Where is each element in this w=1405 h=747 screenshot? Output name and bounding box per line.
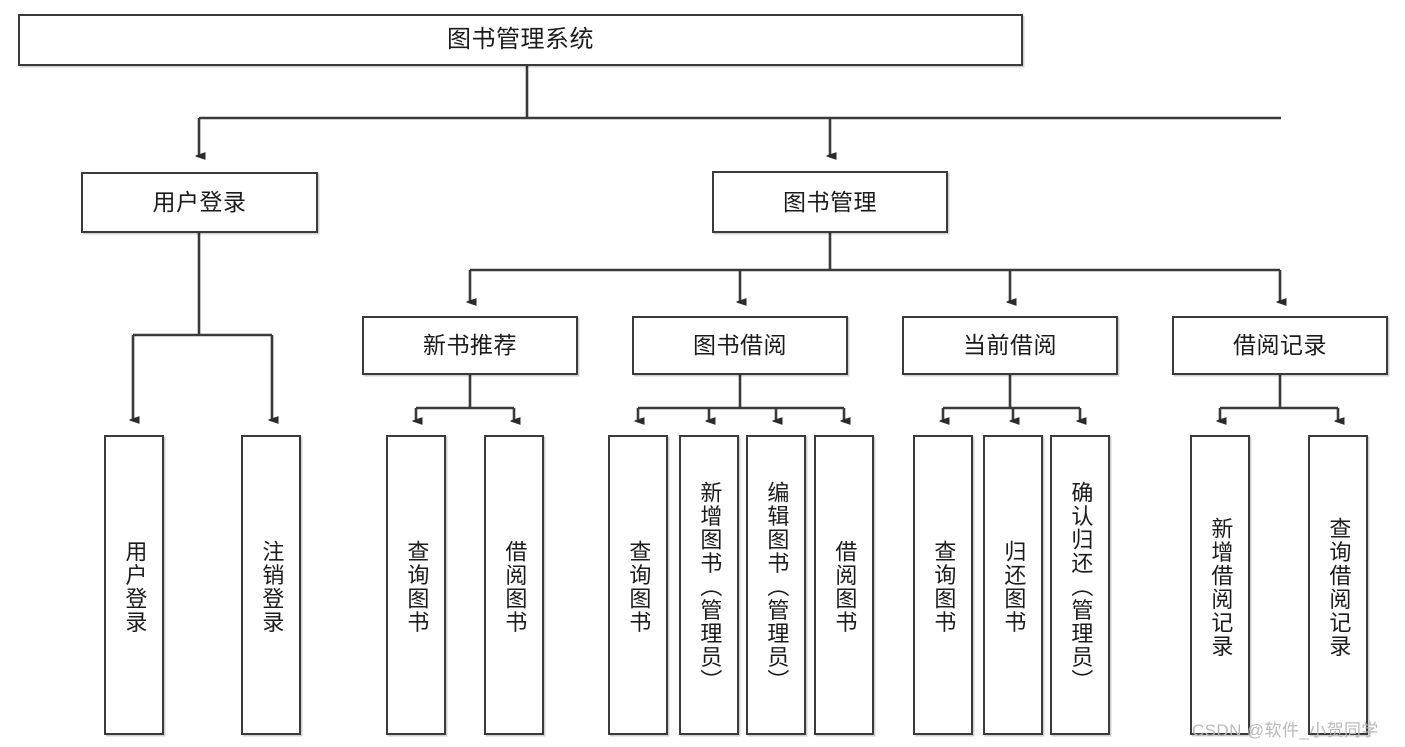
- node-current-borrow-label: 当前借阅: [963, 332, 1057, 359]
- leaf-logout-label: 注销登录: [259, 540, 285, 634]
- node-current-borrow[interactable]: 当前借阅: [902, 316, 1118, 375]
- node-root[interactable]: 图书管理系统: [18, 14, 1023, 66]
- leaf-confirm-return-admin[interactable]: 确认归还（管理员）: [1050, 435, 1110, 735]
- leaf-add-book-admin[interactable]: 新增图书（管理员）: [679, 435, 739, 735]
- leaf-query-book-recommend-label: 查询图书: [404, 540, 430, 634]
- node-book-borrow-label: 图书借阅: [693, 332, 787, 359]
- leaf-user-login-label: 用户登录: [122, 540, 148, 634]
- leaf-query-borrow-record-label: 查询借阅记录: [1326, 516, 1352, 658]
- leaf-borrow-book[interactable]: 借阅图书: [814, 435, 874, 735]
- node-borrow-record[interactable]: 借阅记录: [1172, 316, 1388, 375]
- leaf-return-book-label: 归还图书: [1001, 540, 1027, 634]
- leaf-logout[interactable]: 注销登录: [241, 435, 301, 735]
- leaf-query-book-borrow[interactable]: 查询图书: [608, 435, 668, 735]
- leaf-query-book-recommend[interactable]: 查询图书: [386, 435, 446, 735]
- node-new-book-recommend-label: 新书推荐: [423, 332, 517, 359]
- leaf-edit-book-admin-label: 编辑图书（管理员）: [764, 481, 790, 693]
- leaf-confirm-return-admin-label: 确认归还（管理员）: [1068, 481, 1094, 693]
- leaf-query-book-current[interactable]: 查询图书: [913, 435, 973, 735]
- watermark-text: CSDN @软件_小贺同学: [1192, 721, 1379, 740]
- leaf-user-login[interactable]: 用户登录: [104, 435, 164, 735]
- node-book-borrow[interactable]: 图书借阅: [632, 316, 848, 375]
- leaf-add-borrow-record[interactable]: 新增借阅记录: [1190, 435, 1250, 735]
- leaf-add-borrow-record-label: 新增借阅记录: [1208, 516, 1234, 658]
- leaf-edit-book-admin[interactable]: 编辑图书（管理员）: [746, 435, 806, 735]
- leaf-return-book[interactable]: 归还图书: [983, 435, 1043, 735]
- node-book-management[interactable]: 图书管理: [712, 171, 948, 233]
- leaf-query-book-current-label: 查询图书: [931, 540, 957, 634]
- leaf-borrow-book-recommend[interactable]: 借阅图书: [484, 435, 544, 735]
- leaf-query-borrow-record[interactable]: 查询借阅记录: [1308, 435, 1368, 735]
- leaf-borrow-book-recommend-label: 借阅图书: [502, 540, 528, 634]
- leaf-add-book-admin-label: 新增图书（管理员）: [697, 481, 723, 693]
- node-root-label: 图书管理系统: [447, 26, 594, 54]
- leaf-query-book-borrow-label: 查询图书: [626, 540, 652, 634]
- node-user-login-label: 用户登录: [152, 189, 247, 216]
- leaf-borrow-book-label: 借阅图书: [832, 540, 858, 634]
- node-book-management-label: 图书管理: [783, 188, 877, 215]
- node-user-login[interactable]: 用户登录: [81, 172, 318, 233]
- node-new-book-recommend[interactable]: 新书推荐: [362, 316, 578, 375]
- node-borrow-record-label: 借阅记录: [1233, 332, 1327, 359]
